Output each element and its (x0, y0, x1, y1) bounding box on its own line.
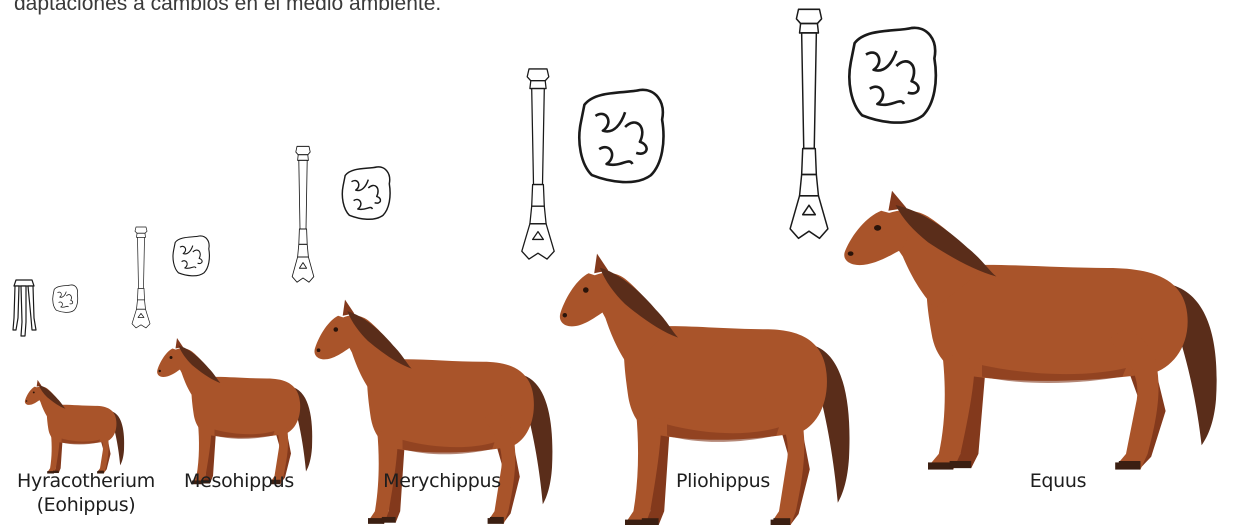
mesohippus-group (132, 227, 312, 484)
pliohippus-group (522, 69, 850, 525)
merychippus-tooth (342, 167, 390, 219)
label-equus-line1: Equus (1030, 469, 1087, 493)
hyracotherium-horse (25, 380, 124, 474)
label-equus: Equus (1030, 469, 1087, 493)
equus-leg-bone (790, 9, 828, 238)
merychippus-leg-bone (292, 146, 314, 282)
label-mesohippus-line1: Mesohippus (184, 469, 294, 493)
hyracotherium-tooth (53, 285, 78, 312)
mesohippus-tooth (173, 236, 209, 276)
pliohippus-tooth (579, 90, 663, 182)
hyracotherium-foot-bones (13, 280, 36, 336)
mesohippus-leg-bone (132, 227, 150, 328)
label-mesohippus: Mesohippus (184, 469, 294, 493)
label-merychippus-line1: Merychippus (383, 469, 501, 493)
label-pliohippus-line1: Pliohippus (676, 469, 770, 493)
pliohippus-leg-bone (522, 69, 554, 259)
merychippus-group (292, 146, 552, 523)
hyracotherium-group (13, 280, 124, 474)
equus-horse (844, 191, 1216, 470)
equus-group (790, 9, 1217, 469)
label-pliohippus: Pliohippus (676, 469, 770, 493)
label-hyracotherium: Hyracotherium (Eohippus) (17, 469, 155, 517)
label-merychippus: Merychippus (383, 469, 501, 493)
label-hyracotherium-line1: Hyracotherium (17, 469, 155, 493)
equus-tooth (849, 28, 935, 123)
mesohippus-horse (157, 338, 312, 484)
label-hyracotherium-line2: (Eohippus) (17, 493, 155, 517)
